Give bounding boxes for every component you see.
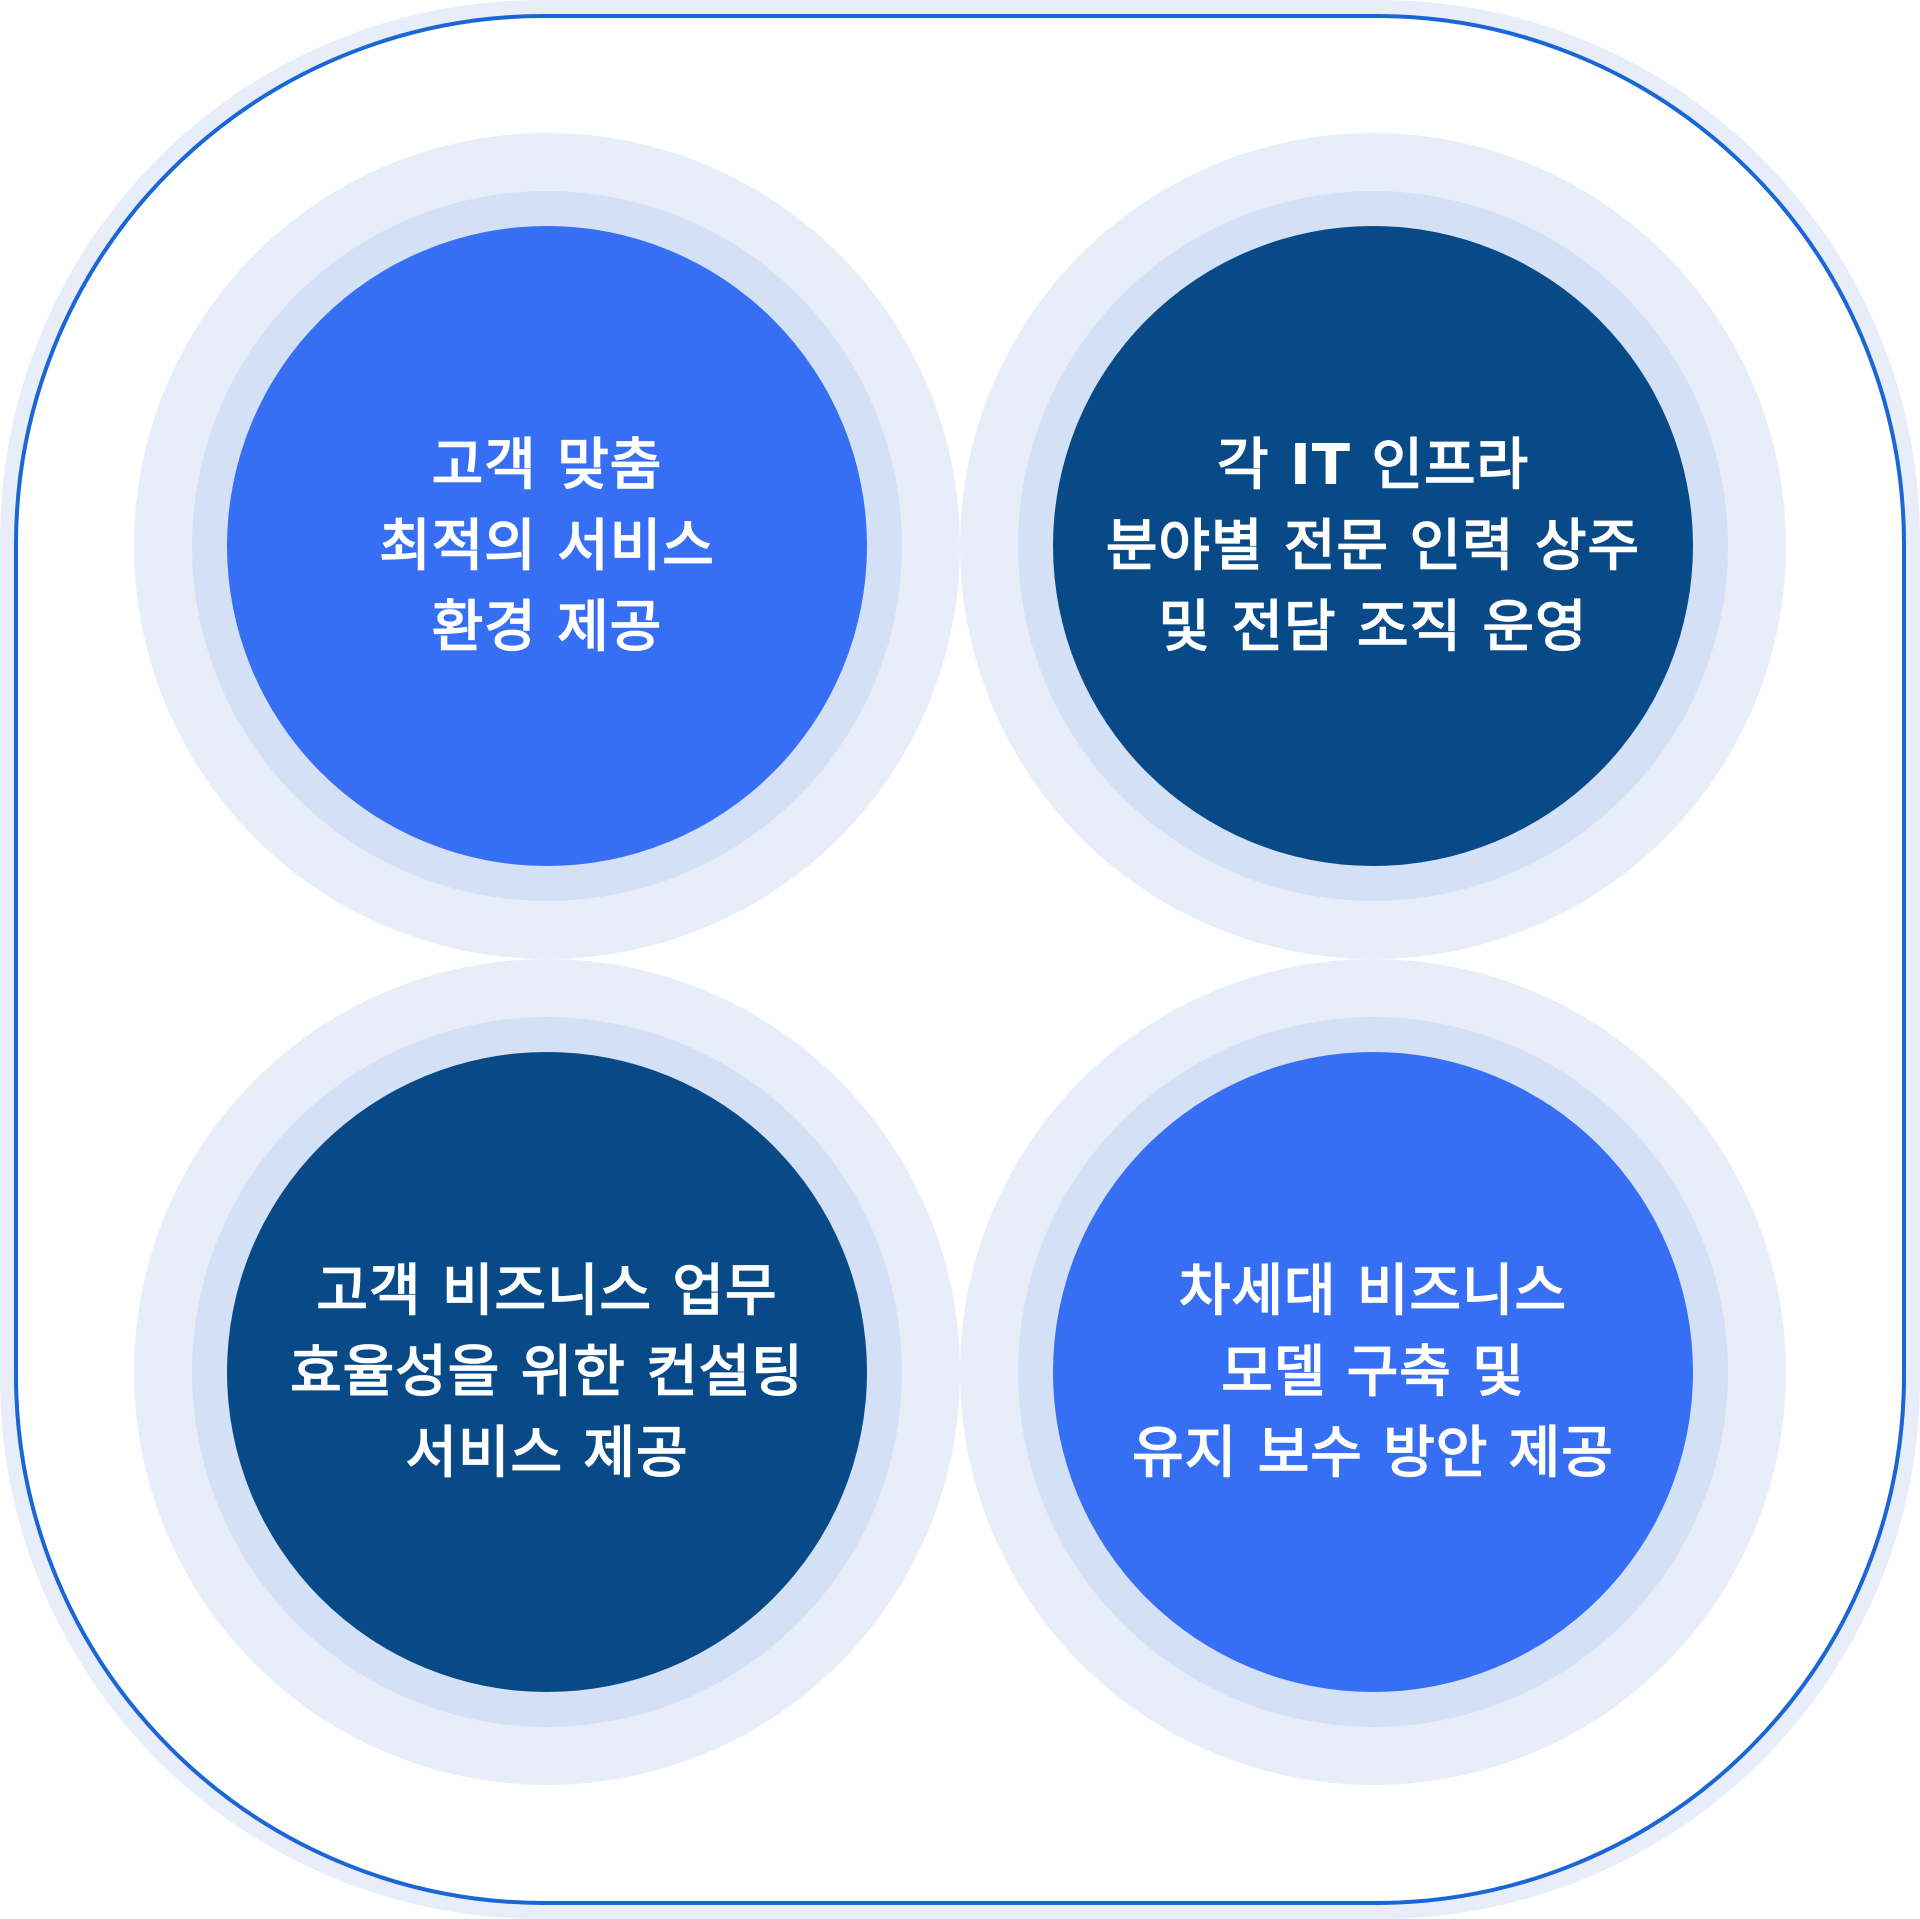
circle-text-line: 최적의 서비스 [379, 513, 715, 579]
circle-text-line: 고객 비즈니스 업무 [316, 1258, 778, 1324]
circle-text-line: 각 IT 인프라 [1216, 432, 1530, 498]
circle-text-line: 모델 구축 및 [1221, 1339, 1525, 1405]
circle-bottom-left: 고객 비즈니스 업무 효율성을 위한 컨설팅 서비스 제공 [205, 1030, 889, 1714]
circle-text-line: 분야별 전문 인력 상주 [1105, 513, 1641, 579]
circle-core: 고객 맞춤 최적의 서비스 환경 제공 [227, 226, 867, 866]
circle-text-line: 차세대 비즈니스 [1178, 1258, 1568, 1324]
circle-top-left: 고객 맞춤 최적의 서비스 환경 제공 [205, 204, 889, 888]
circle-text-line: 및 전담 조직 운영 [1158, 594, 1588, 660]
circle-core: 고객 비즈니스 업무 효율성을 위한 컨설팅 서비스 제공 [227, 1052, 867, 1692]
circle-bottom-right: 차세대 비즈니스 모델 구축 및 유지 보수 방안 제공 [1031, 1030, 1715, 1714]
circle-text-line: 유지 보수 방안 제공 [1132, 1420, 1614, 1486]
circle-text-line: 효율성을 위한 컨설팅 [290, 1339, 804, 1405]
circle-text-line: 고객 맞춤 [431, 432, 663, 498]
circle-top-right: 각 IT 인프라 분야별 전문 인력 상주 및 전담 조직 운영 [1031, 204, 1715, 888]
circle-text-line: 환경 제공 [431, 594, 663, 660]
circle-core: 각 IT 인프라 분야별 전문 인력 상주 및 전담 조직 운영 [1053, 226, 1693, 866]
circle-core: 차세대 비즈니스 모델 구축 및 유지 보수 방안 제공 [1053, 1052, 1693, 1692]
circle-text-line: 서비스 제공 [405, 1420, 689, 1486]
